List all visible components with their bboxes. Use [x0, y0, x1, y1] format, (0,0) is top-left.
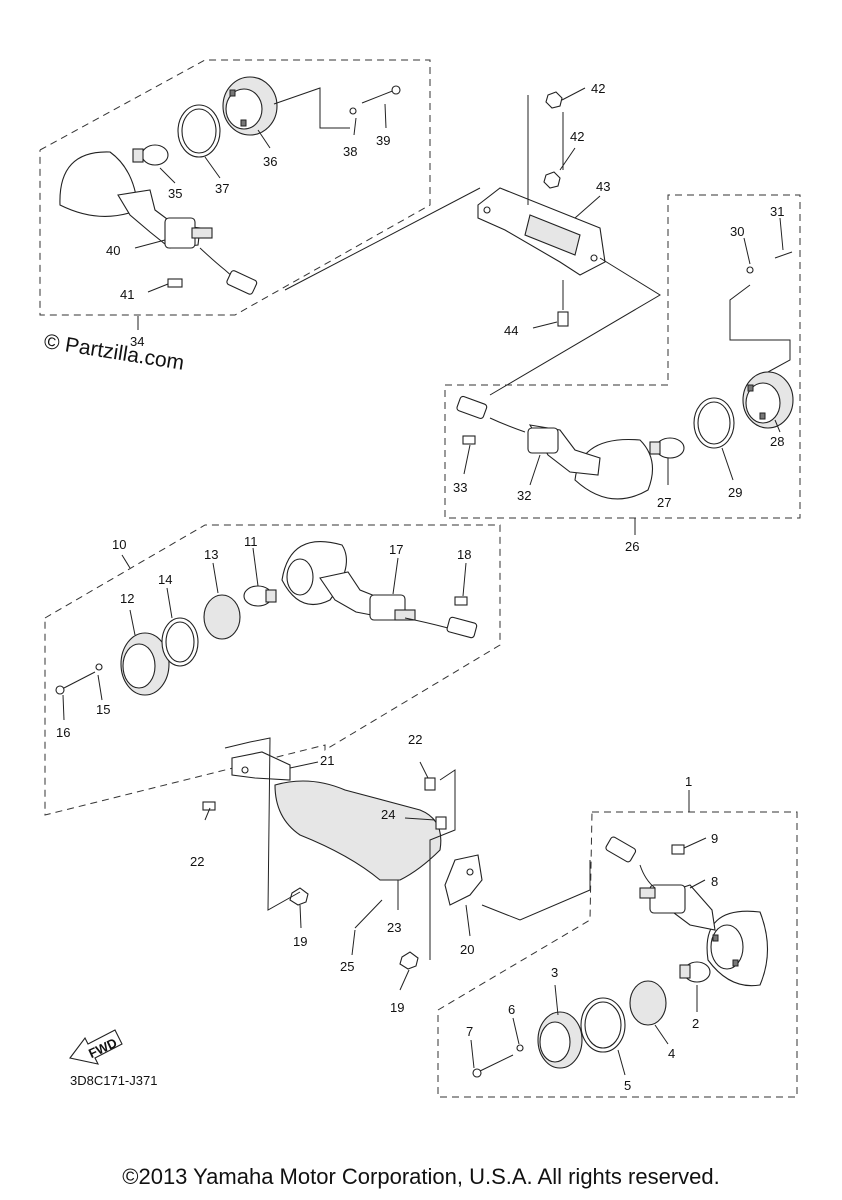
center-leaders: [204, 737, 591, 991]
callout: 21: [320, 753, 334, 768]
callout: 20: [460, 942, 474, 957]
assembly-34-leaders: [134, 87, 387, 330]
callout: 44: [504, 323, 518, 338]
callout: 17: [389, 542, 403, 557]
callout: 8: [711, 874, 718, 889]
callout: 26: [625, 539, 639, 554]
callout: 11: [244, 534, 258, 549]
center-bracket-parts: [202, 751, 483, 970]
callout: 35: [168, 186, 182, 201]
callout: 14: [158, 572, 172, 587]
fwd-arrow-icon: FWD: [69, 1029, 123, 1065]
assembly-26-leaders: [463, 217, 784, 535]
callout: 19: [390, 1000, 404, 1015]
callout: 22: [190, 854, 204, 869]
callout: 32: [517, 488, 531, 503]
assembly-34-parts: [59, 76, 401, 295]
assembly-10-parts: [55, 541, 478, 696]
assembly-1-parts: [472, 836, 768, 1078]
assembly-34-frame: [39, 59, 431, 316]
callout: 24: [381, 807, 395, 822]
callout: 4: [668, 1046, 675, 1061]
callout: 7: [466, 1024, 473, 1039]
assembly-1-frame: [437, 811, 798, 1098]
callout: 10: [112, 537, 126, 552]
fwd-label: FWD: [86, 1035, 119, 1061]
callout: 42: [591, 81, 605, 96]
bracket-43-parts: [477, 91, 606, 327]
copyright-notice: ©2013 Yamaha Motor Corporation, U.S.A. A…: [122, 1164, 720, 1189]
callout: 18: [457, 547, 471, 562]
callout: 36: [263, 154, 277, 169]
callout: 39: [376, 133, 390, 148]
callout: 29: [728, 485, 742, 500]
callout: 37: [215, 181, 229, 196]
callout: 43: [596, 179, 610, 194]
callout: 41: [120, 287, 134, 302]
callout: 23: [387, 920, 401, 935]
callout: 19: [293, 934, 307, 949]
diagram-code: 3D8C171-J371: [70, 1073, 158, 1088]
callout: 3: [551, 965, 558, 980]
bracket-43-leaders: [532, 87, 601, 329]
callout: 31: [770, 204, 784, 219]
assembly-1-leaders: [470, 790, 707, 1076]
callout: 42: [570, 129, 584, 144]
callout: 33: [453, 480, 467, 495]
callout: 15: [96, 702, 110, 717]
callout-labels: 1 2 3 4 5 6 7 8 9 10 11 12 13 14 15 16 1…: [56, 81, 784, 1093]
callout: 34: [130, 334, 144, 349]
assembly-10-leaders: [62, 547, 467, 721]
callout: 12: [120, 591, 134, 606]
callout: 5: [624, 1078, 631, 1093]
callout: 25: [340, 959, 354, 974]
callout: 28: [770, 434, 784, 449]
callout: 27: [657, 495, 671, 510]
assembly-10-frame: [44, 524, 501, 816]
callout: 1: [685, 774, 692, 789]
callout: 13: [204, 547, 218, 562]
assembly-26-frame: [444, 194, 801, 519]
callout: 30: [730, 224, 744, 239]
callout: 16: [56, 725, 70, 740]
callout: 22: [408, 732, 422, 747]
callout: 9: [711, 831, 718, 846]
assembly-26-parts: [456, 251, 794, 500]
callout: 6: [508, 1002, 515, 1017]
callout: 2: [692, 1016, 699, 1031]
callout: 38: [343, 144, 357, 159]
callout: 40: [106, 243, 120, 258]
